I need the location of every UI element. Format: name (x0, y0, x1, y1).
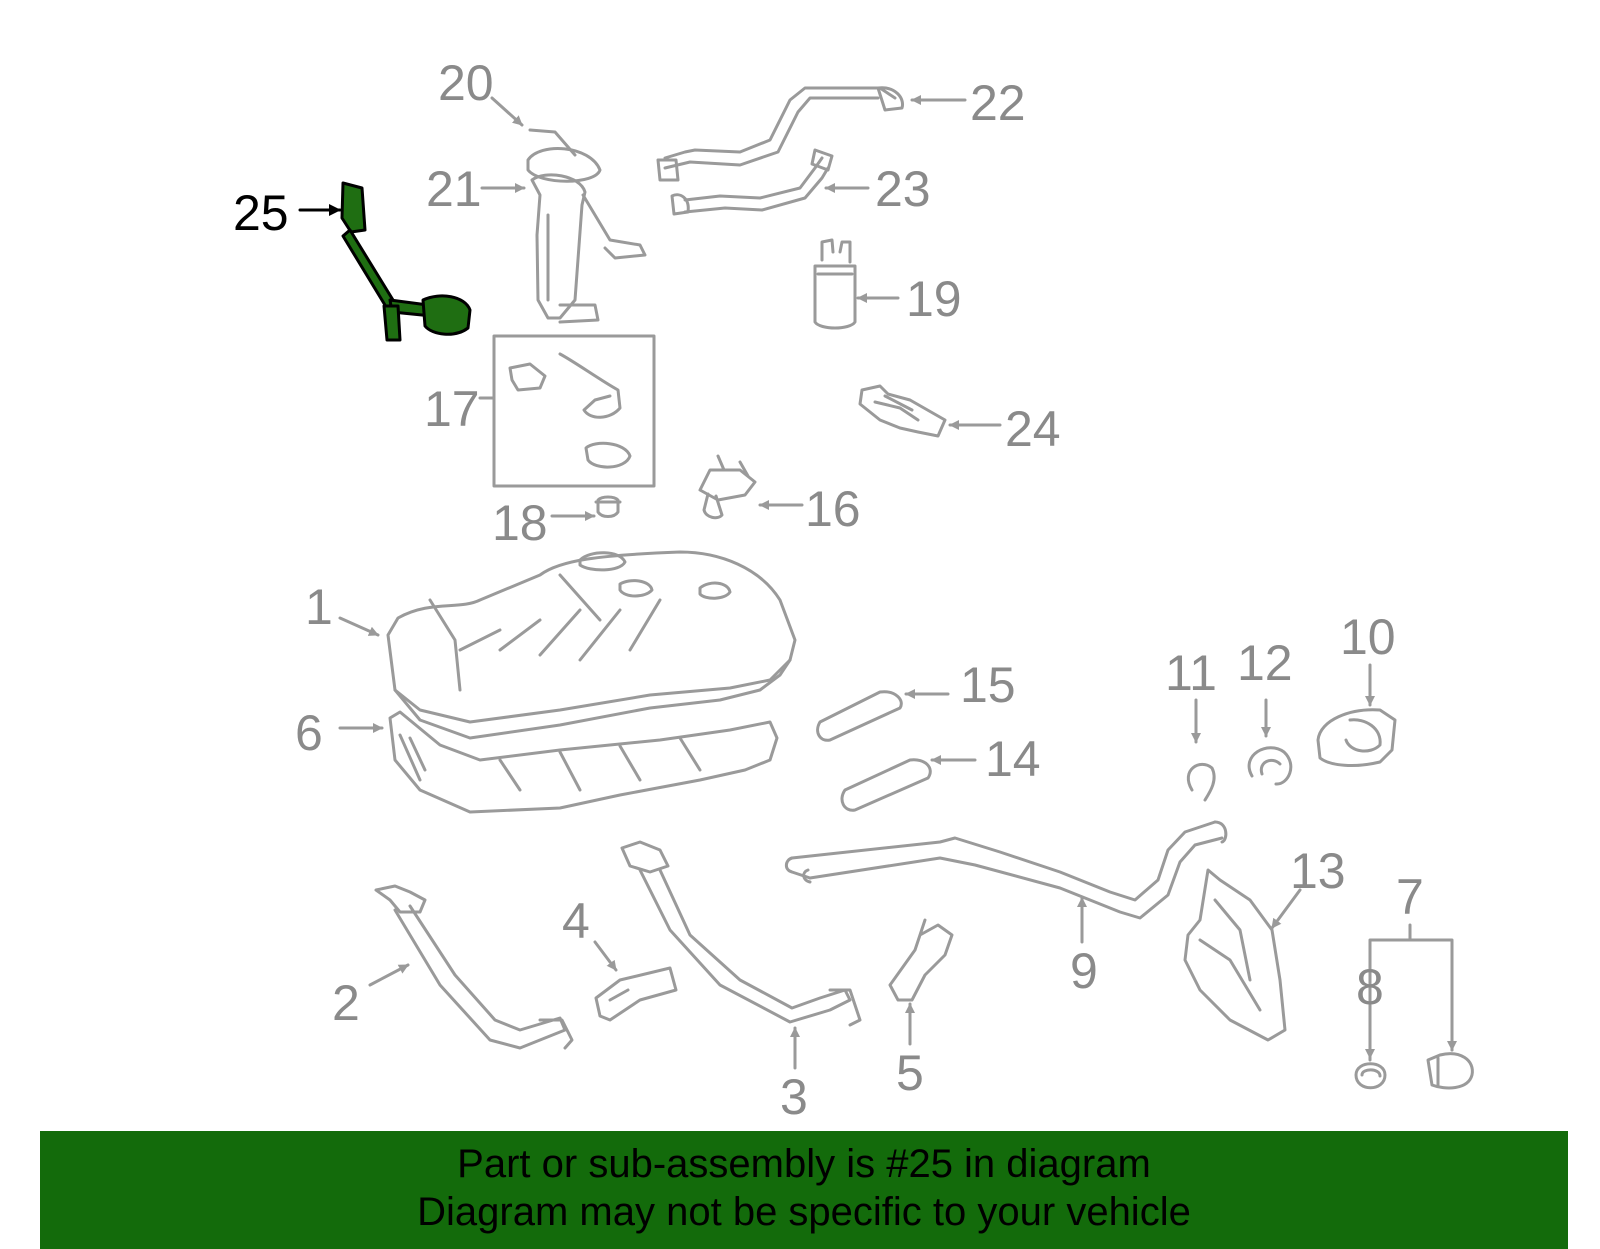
part-1-fuel-tank (386, 550, 797, 740)
callout-16: 16 (805, 481, 861, 537)
callout-12: 12 (1237, 635, 1293, 691)
callout-9: 9 (1070, 943, 1098, 999)
banner-line-disclaimer: Diagram may not be specific to your vehi… (417, 1190, 1191, 1234)
callout-5: 5 (896, 1045, 924, 1101)
part-15-hose (816, 690, 903, 742)
callout-1: 1 (305, 579, 333, 635)
part-10-housing (1316, 708, 1397, 767)
part-22-23-fuel-lines (656, 86, 905, 216)
part-16-valve (698, 454, 757, 520)
callout-22: 22 (970, 75, 1026, 131)
callout-25: 25 (233, 185, 289, 241)
banner-line-part: Part or sub-assembly is #25 in diagram (457, 1142, 1151, 1186)
callout-20: 20 (438, 55, 494, 111)
part-13-inlet-box (1183, 868, 1287, 1042)
part-19-fuel-pump (813, 238, 857, 330)
callout-13: 13 (1290, 843, 1346, 899)
callout-21: 21 (426, 161, 482, 217)
part-18-grommet (594, 495, 622, 518)
callout-6: 6 (295, 705, 323, 761)
part-14-hose (840, 758, 932, 812)
part-6-tank-protector (388, 710, 779, 814)
part-8-cap (1354, 1062, 1387, 1090)
part-11-clip (1186, 762, 1216, 802)
callout-15: 15 (960, 657, 1016, 713)
part-9-filler-pipe (784, 820, 1228, 920)
callout-23: 23 (875, 161, 931, 217)
callout-14: 14 (985, 731, 1041, 787)
callout-18: 18 (492, 495, 548, 551)
part-3-strap (620, 840, 862, 1027)
part-7-cap (1426, 1052, 1474, 1090)
callout-8: 8 (1356, 959, 1384, 1015)
part-17-kit-box (492, 334, 656, 488)
callout-19: 19 (906, 271, 962, 327)
callout-7: 7 (1396, 869, 1424, 925)
part-25-sending-unit (340, 181, 472, 342)
callout-2: 2 (332, 975, 360, 1031)
part-5-bracket (888, 918, 954, 1002)
part-20-21-pump-bracket (526, 128, 647, 324)
part-2-strap (374, 884, 574, 1050)
callout-4: 4 (562, 893, 590, 949)
part-4-bracket (594, 966, 678, 1022)
callout-24: 24 (1005, 401, 1061, 457)
callout-17: 17 (424, 381, 480, 437)
part-24-filter (858, 384, 947, 438)
callout-3: 3 (780, 1069, 808, 1125)
info-banner: Part or sub-assembly is #25 in diagram D… (40, 1131, 1568, 1249)
part-12-clamp (1247, 746, 1293, 786)
callout-10: 10 (1340, 609, 1396, 665)
callout-11: 11 (1165, 645, 1217, 701)
